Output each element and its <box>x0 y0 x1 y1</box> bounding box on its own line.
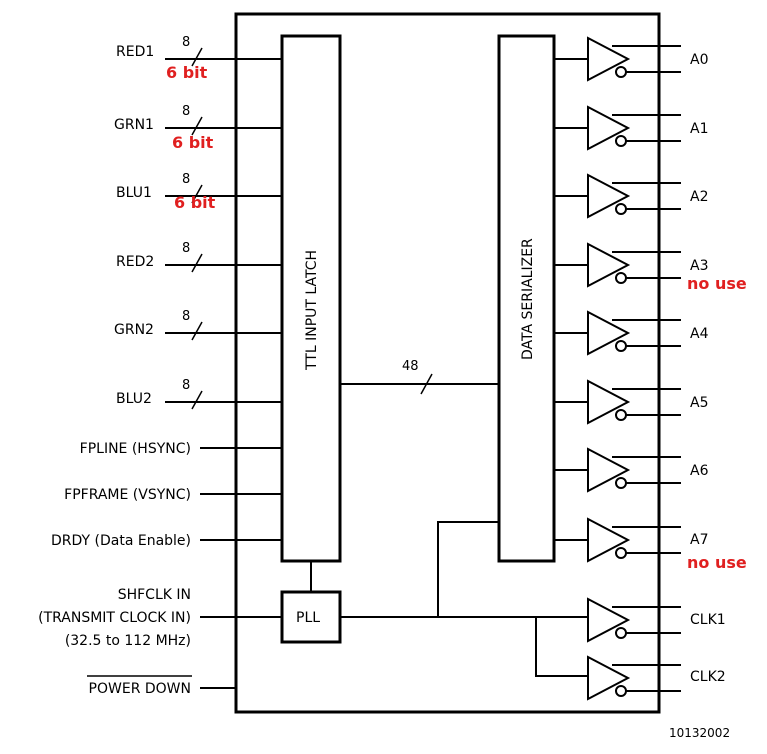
latch-label: TTL INPUT LATCH <box>304 250 320 371</box>
input-grn2: GRN2 8 <box>114 309 282 341</box>
input-label-power-down: POWER DOWN <box>89 681 191 697</box>
input-label-shfclk-3: (32.5 to 112 MHz) <box>65 633 191 649</box>
output-driver-a3 <box>554 242 681 288</box>
input-red2: RED2 8 <box>116 241 282 273</box>
internal-bus-width: 48 <box>402 359 419 374</box>
bus-width-grn2: 8 <box>182 309 190 324</box>
pll-label: PLL <box>296 610 320 626</box>
input-grn1: GRN1 8 <box>114 104 282 136</box>
input-label-red2: RED2 <box>116 254 154 270</box>
figure-id: 10132002 <box>669 726 730 740</box>
input-fpline: FPLINE (HSYNC) <box>80 441 282 457</box>
bus-width-blu2: 8 <box>182 378 190 393</box>
annotation-6bit-blu1: 6 bit <box>174 193 216 212</box>
output-label-clk1: CLK1 <box>690 612 726 628</box>
input-label-grn2: GRN2 <box>114 322 154 338</box>
input-label-shfclk-1: SHFCLK IN <box>118 587 191 603</box>
output-driver-a5 <box>554 379 681 425</box>
input-label-red1: RED1 <box>116 44 154 60</box>
input-label-blu1: BLU1 <box>116 185 152 201</box>
input-blu2: BLU2 8 <box>116 378 282 410</box>
output-driver-a0 <box>554 36 681 82</box>
input-label-drdy: DRDY (Data Enable) <box>51 533 191 549</box>
output-driver-clk1 <box>587 597 681 643</box>
output-label-a3: A3 <box>690 258 708 274</box>
output-label-clk2: CLK2 <box>690 669 726 685</box>
input-blu1: BLU1 8 <box>116 172 282 204</box>
output-label-a4: A4 <box>690 326 709 342</box>
output-label-a2: A2 <box>690 189 708 205</box>
input-label-fpframe: FPFRAME (VSYNC) <box>64 487 191 503</box>
input-fpframe: FPFRAME (VSYNC) <box>64 487 282 503</box>
output-label-a1: A1 <box>690 121 708 137</box>
clk2-driver-input <box>535 617 588 677</box>
input-label-shfclk-2: (TRANSMIT CLOCK IN) <box>38 610 191 626</box>
input-label-fpline: FPLINE (HSYNC) <box>80 441 191 457</box>
input-drdy: DRDY (Data Enable) <box>51 533 282 549</box>
output-label-a0: A0 <box>690 52 708 68</box>
output-driver-a7 <box>554 517 681 563</box>
annotation-no-use-a3: no use <box>687 274 747 293</box>
input-red1: RED1 8 <box>116 35 282 67</box>
annotation-6bit-grn1: 6 bit <box>172 133 214 152</box>
pll-to-serializer-line <box>437 521 499 617</box>
input-power-down: POWER DOWN <box>87 675 236 697</box>
serializer-label: DATA SERIALIZER <box>520 238 536 360</box>
output-label-a5: A5 <box>690 395 708 411</box>
input-label-grn1: GRN1 <box>114 117 154 133</box>
input-label-blu2: BLU2 <box>116 391 152 407</box>
internal-bus-slash <box>420 373 433 395</box>
output-driver-a1 <box>554 105 681 151</box>
bus-width-red2: 8 <box>182 241 190 256</box>
annotation-6bit-red1: 6 bit <box>166 63 208 82</box>
annotation-no-use-a7: no use <box>687 553 747 572</box>
output-driver-a6 <box>554 447 681 493</box>
input-shfclk: SHFCLK IN (TRANSMIT CLOCK IN) (32.5 to 1… <box>38 587 282 649</box>
output-driver-a4 <box>554 310 681 356</box>
output-driver-a2 <box>554 173 681 219</box>
output-drivers <box>554 36 681 701</box>
output-label-a6: A6 <box>690 463 709 479</box>
output-driver-clk2 <box>587 655 681 701</box>
bus-width-blu1: 8 <box>182 172 190 187</box>
output-label-a7: A7 <box>690 532 708 548</box>
bus-width-grn1: 8 <box>182 104 190 119</box>
ttl-input-latch-block <box>280 34 342 563</box>
bus-width-red1: 8 <box>182 35 190 50</box>
data-serializer-block <box>497 34 556 563</box>
